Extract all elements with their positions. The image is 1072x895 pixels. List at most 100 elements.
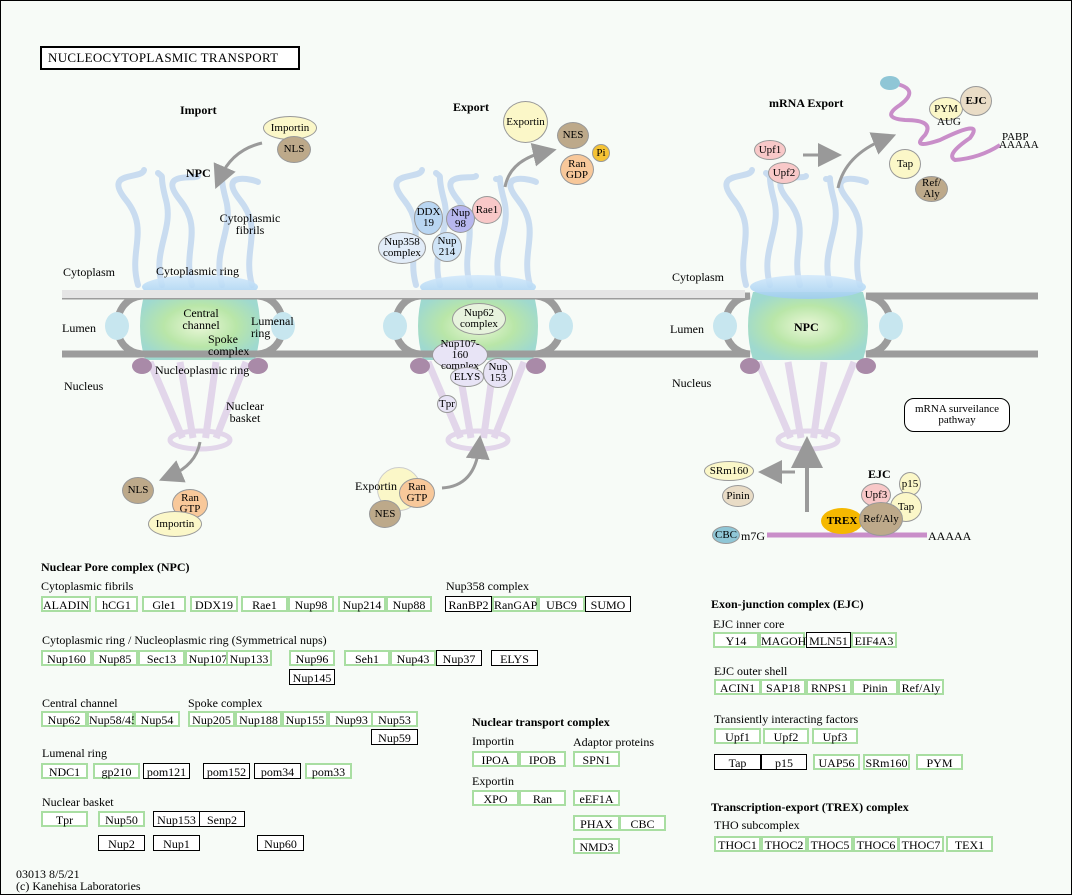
gene-box-seh1[interactable]: Seh1 [344, 650, 390, 666]
gene-box-elys[interactable]: ELYS [491, 650, 538, 666]
gene-box-nup53[interactable]: Nup53 [371, 711, 418, 727]
gene-box-rangap[interactable]: RanGAP [492, 596, 538, 612]
gene-box-xpo[interactable]: XPO [472, 790, 519, 806]
gene-box-sap18[interactable]: SAP18 [760, 679, 806, 695]
gene-box-gp210[interactable]: gp210 [93, 763, 140, 779]
pi-node[interactable]: Pi [592, 144, 610, 162]
gene-box-thoc6[interactable]: THOC6 [853, 836, 899, 852]
gene-box-p15[interactable]: p15 [761, 754, 807, 770]
gene-box-nmd3[interactable]: NMD3 [573, 838, 620, 854]
pinin-node[interactable]: Pinin [722, 485, 754, 507]
gene-box-nup85[interactable]: Nup85 [92, 650, 138, 666]
tpr-node[interactable]: Tpr [437, 395, 457, 413]
gene-box-uap56[interactable]: UAP56 [813, 754, 860, 770]
ejc-top-node[interactable]: EJC [960, 86, 992, 116]
gene-box-ipoa[interactable]: IPOA [472, 751, 519, 767]
gene-box-pom121[interactable]: pom121 [143, 763, 190, 779]
gene-box-thoc1[interactable]: THOC1 [714, 836, 761, 852]
gene-box-y14[interactable]: Y14 [713, 632, 759, 648]
nes-node[interactable]: NES [557, 122, 589, 149]
gene-box-nup37[interactable]: Nup37 [436, 650, 482, 666]
gene-box-nup50[interactable]: Nup50 [98, 811, 145, 827]
gene-box-cbc[interactable]: CBC [619, 815, 666, 831]
gene-box-nup54[interactable]: Nup54 [134, 711, 180, 727]
gene-box-ddx19[interactable]: DDX19 [190, 596, 238, 612]
gene-box-pym[interactable]: PYM [916, 754, 963, 770]
gene-box-nup62[interactable]: Nup62 [41, 711, 87, 727]
gene-box-nup205[interactable]: Nup205 [188, 711, 235, 727]
gene-box-upf3[interactable]: Upf3 [812, 728, 858, 744]
gene-box-nup1[interactable]: Nup1 [153, 835, 200, 851]
gene-box-upf1[interactable]: Upf1 [714, 728, 761, 744]
gene-box-ipob[interactable]: IPOB [519, 751, 566, 767]
gene-box-tap[interactable]: Tap [714, 754, 761, 770]
rae1-node[interactable]: Rae1 [472, 196, 502, 224]
gene-box-nup107[interactable]: Nup107 [185, 650, 231, 666]
gene-box-hcg1[interactable]: hCG1 [95, 596, 138, 612]
gene-box-eif4a3[interactable]: EIF4A3 [851, 632, 897, 648]
gene-box-nup155[interactable]: Nup155 [282, 711, 328, 727]
nls-out-node[interactable]: NLS [122, 477, 154, 504]
ref-aly-node[interactable]: Ref/Aly [915, 176, 948, 202]
srm160-node[interactable]: SRm160 [704, 461, 754, 481]
gene-box-ranbp2[interactable]: RanBP2 [445, 596, 492, 612]
p15-node[interactable]: p15 [899, 472, 921, 496]
gene-box-nup60[interactable]: Nup60 [257, 835, 304, 851]
gene-box-acin1[interactable]: ACIN1 [714, 679, 761, 695]
gene-box-nup88[interactable]: Nup88 [386, 596, 432, 612]
pym-node[interactable]: PYM [929, 97, 963, 121]
gene-box-srm160[interactable]: SRm160 [863, 754, 910, 770]
gene-box-nup153[interactable]: Nup153 [153, 811, 200, 827]
gene-box-nup188[interactable]: Nup188 [235, 711, 282, 727]
gene-box-sumo[interactable]: SUMO [585, 596, 631, 612]
gene-box-nup93[interactable]: Nup93 [328, 711, 375, 727]
gene-box-nup58-45[interactable]: Nup58/45 [87, 711, 137, 727]
gene-box-nup160[interactable]: Nup160 [41, 650, 92, 666]
tap-node[interactable]: Tap [889, 149, 921, 179]
gene-box-magoh[interactable]: MAGOH [759, 632, 807, 648]
gene-box-tpr[interactable]: Tpr [41, 811, 88, 827]
gene-box-ubc9[interactable]: UBC9 [538, 596, 585, 612]
gene-box-rnps1[interactable]: RNPS1 [806, 679, 852, 695]
gene-box-rae1[interactable]: Rae1 [241, 596, 288, 612]
gene-box-thoc5[interactable]: THOC5 [807, 836, 853, 852]
gene-box-mln51[interactable]: MLN51 [806, 632, 851, 648]
gene-box-ndc1[interactable]: NDC1 [41, 763, 88, 779]
upf1-node[interactable]: Upf1 [754, 140, 786, 160]
gene-box-tex1[interactable]: TEX1 [946, 836, 993, 852]
gene-box-nup43[interactable]: Nup43 [390, 650, 436, 666]
gene-box-senp2[interactable]: Senp2 [199, 811, 245, 827]
nls-node[interactable]: NLS [277, 136, 311, 163]
gene-box-pom152[interactable]: pom152 [203, 763, 250, 779]
gene-box-nup214[interactable]: Nup214 [338, 596, 386, 612]
gene-box-nup98[interactable]: Nup98 [288, 596, 334, 612]
gene-box-nup145[interactable]: Nup145 [289, 669, 335, 685]
importin-out-node[interactable]: Importin [148, 511, 202, 537]
gene-box-gle1[interactable]: Gle1 [142, 596, 186, 612]
gene-box-nup59[interactable]: Nup59 [371, 729, 418, 745]
trex-node[interactable]: TREX [821, 508, 863, 534]
upf2-node[interactable]: Upf2 [768, 162, 800, 184]
ref-aly-ejc-node[interactable]: Ref/Aly [859, 502, 903, 536]
gene-box-phax[interactable]: PHAX [573, 815, 620, 831]
gene-box-thoc7[interactable]: THOC7 [898, 836, 944, 852]
exportin-node[interactable]: Exportin [503, 101, 548, 143]
nes-in-node[interactable]: NES [369, 500, 401, 528]
gene-box-spn1[interactable]: SPN1 [573, 751, 620, 767]
gene-box-thoc2[interactable]: THOC2 [761, 836, 807, 852]
gene-box-pom33[interactable]: pom33 [305, 763, 352, 779]
elys-node[interactable]: ELYS [450, 367, 484, 387]
gene-box-ran[interactable]: Ran [519, 790, 566, 806]
gene-box-nup133[interactable]: Nup133 [226, 650, 272, 666]
gene-box-aladin[interactable]: ALADIN [41, 596, 91, 612]
